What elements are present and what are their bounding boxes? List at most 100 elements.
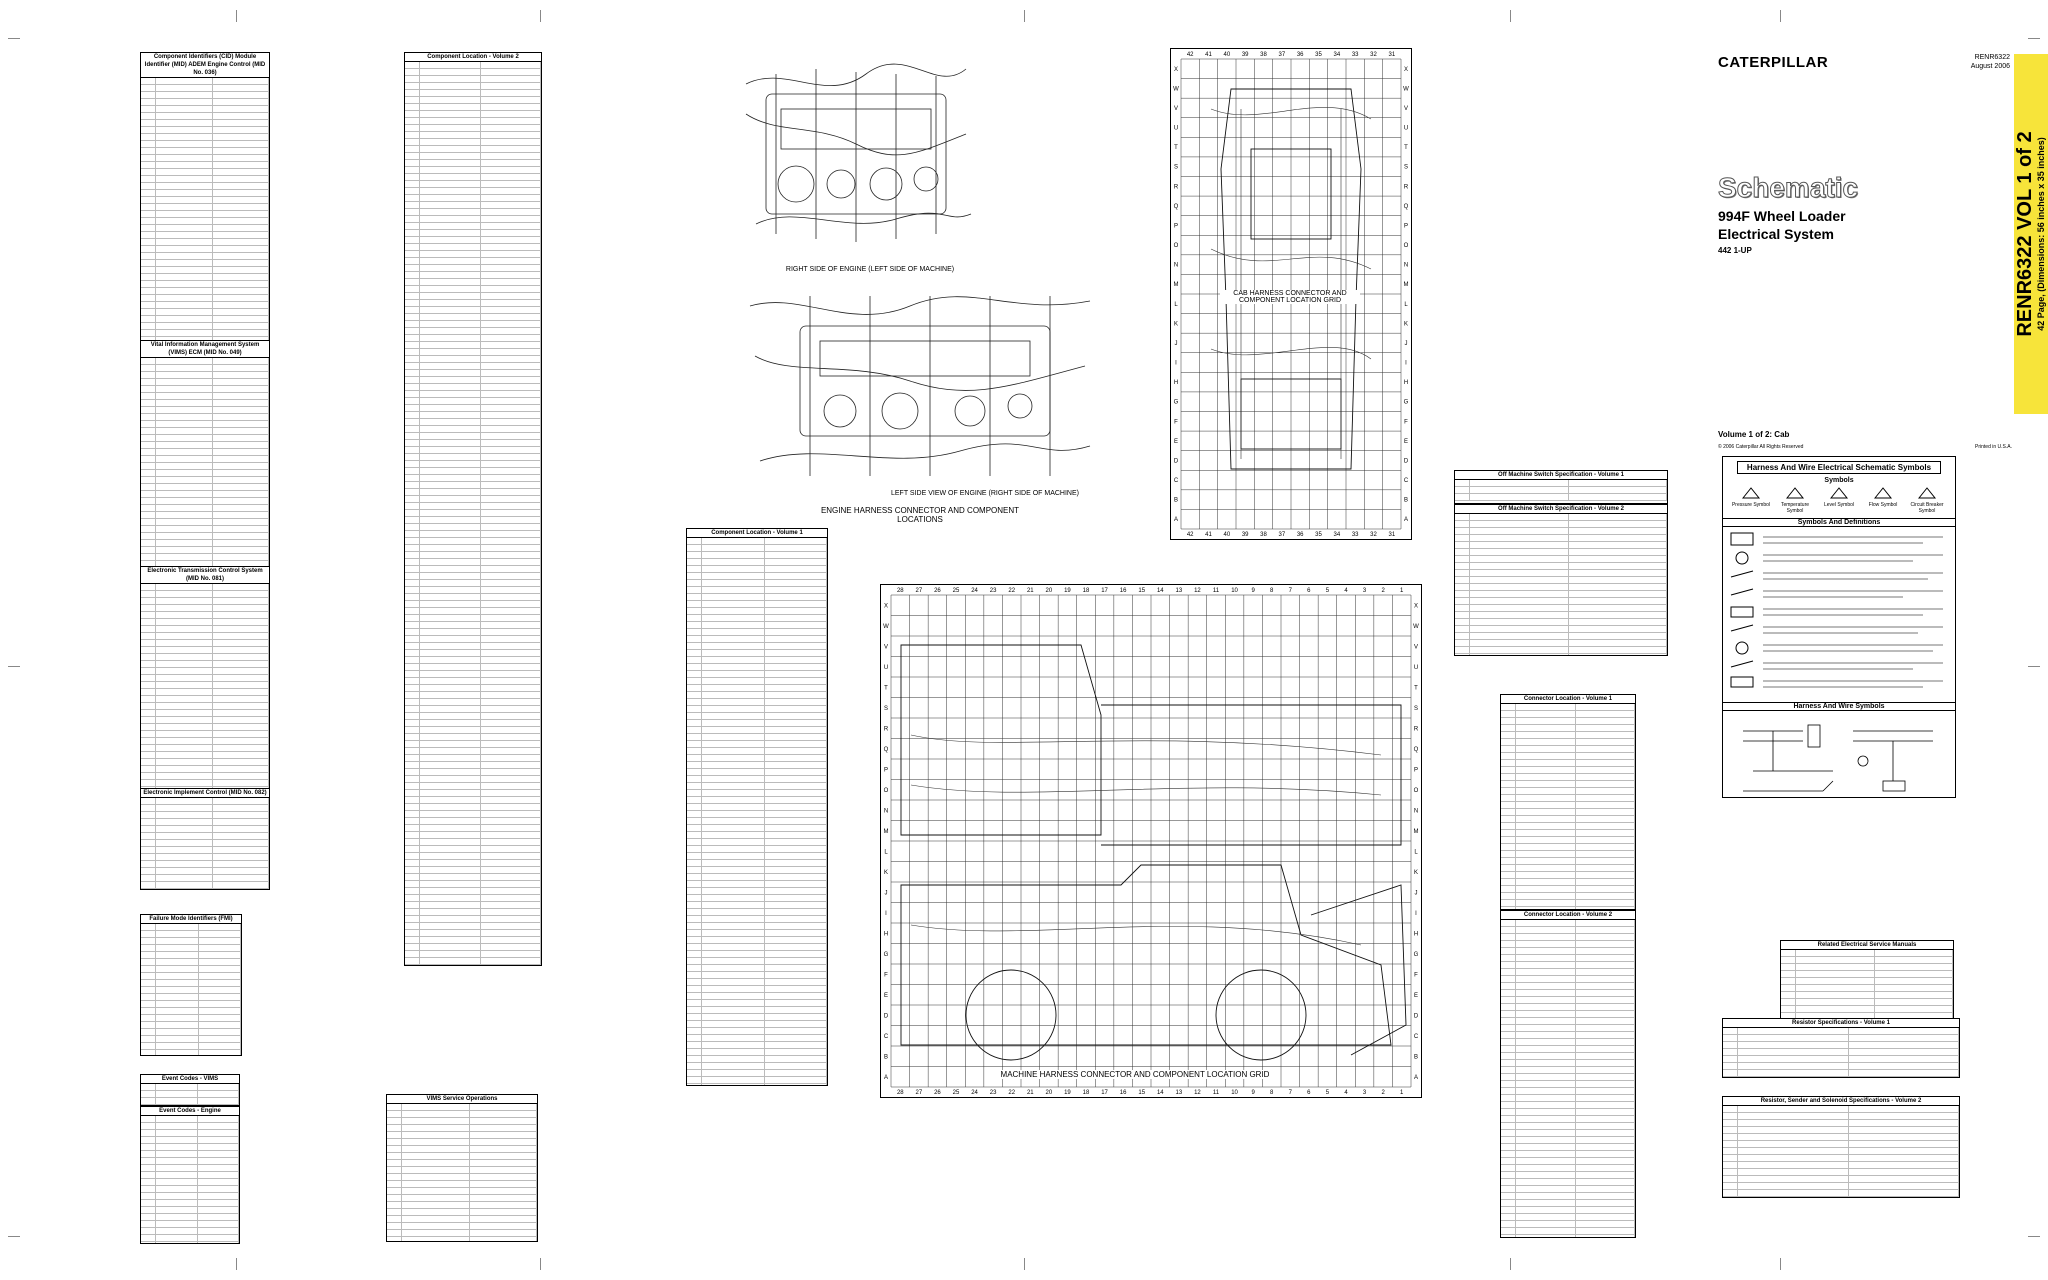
table-row: [405, 762, 541, 769]
grid-col-label: 34: [1333, 52, 1340, 58]
grid-row-label: M: [884, 829, 889, 835]
grid-row-label: P: [884, 767, 888, 773]
table-row: [405, 104, 541, 111]
manuals-title: Related Electrical Service Manuals: [1781, 941, 1953, 950]
table-row: [405, 608, 541, 615]
table-row: [1781, 999, 1953, 1006]
grid-col-label: 31: [1388, 532, 1395, 538]
table-row: [1501, 802, 1635, 809]
table-row: [405, 209, 541, 216]
fmi-table-rows: [141, 924, 241, 1055]
table-row: [387, 1160, 537, 1167]
table-row: [141, 626, 269, 633]
table-row: [1723, 1197, 1959, 1198]
table-row: [1455, 626, 1667, 633]
table-row: [687, 1063, 827, 1070]
table-row: [1501, 1032, 1635, 1039]
table-row: [141, 773, 269, 780]
grid-row-label: S: [1414, 706, 1418, 712]
grid-row-label: Q: [1174, 204, 1179, 210]
table-row: [141, 1235, 239, 1242]
grid-col-label: 10: [1231, 588, 1238, 594]
table-row: [1501, 1193, 1635, 1200]
table-row: [1455, 570, 1667, 577]
grid-col-label: 12: [1194, 588, 1201, 594]
grid-row-label: J: [1415, 890, 1418, 896]
table-row: [1501, 948, 1635, 955]
table-row: [141, 745, 269, 752]
grid-col-label: 17: [1101, 588, 1108, 594]
grid-row-label: I: [885, 911, 887, 917]
grid-row-label: X: [884, 603, 888, 609]
table-row: [687, 937, 827, 944]
table-row: [141, 421, 269, 428]
grid-row-label: G: [1404, 400, 1409, 406]
table-row: [141, 731, 269, 738]
table-row: [405, 279, 541, 286]
table-row: [1723, 1042, 1959, 1049]
table-row: [141, 477, 269, 484]
table-row: [141, 540, 269, 547]
table-row: [1501, 1151, 1635, 1158]
table-row: [1455, 514, 1667, 521]
table-row: [687, 1077, 827, 1084]
grid-row-label: N: [1404, 263, 1408, 269]
table-row: [1723, 1106, 1959, 1113]
grid-row-label: R: [1414, 726, 1419, 732]
table-row: [687, 671, 827, 678]
table-row: [405, 440, 541, 447]
table-row: [141, 819, 269, 826]
table-row: [141, 225, 269, 232]
table-row: [1723, 1120, 1959, 1127]
legend-symbol: Flow Symbol: [1863, 486, 1903, 514]
table-row: [405, 356, 541, 363]
table-row: [141, 847, 269, 854]
table-row: [1723, 1162, 1959, 1169]
grid-row-label: R: [884, 726, 889, 732]
grid-col-label: 16: [1120, 588, 1127, 594]
table-row: [405, 622, 541, 629]
grid-col-label: 27: [916, 588, 923, 594]
table-row: [141, 612, 269, 619]
grid-row-label: P: [1174, 223, 1178, 229]
table-row: [1501, 753, 1635, 760]
legend-symbol: Circuit Breaker Symbol: [1907, 486, 1947, 514]
table-row: [405, 384, 541, 391]
table-row: [387, 1216, 537, 1223]
table-row: [687, 1084, 827, 1085]
table-row: [687, 664, 827, 671]
table-row: [405, 76, 541, 83]
table-row: [141, 204, 269, 211]
table-row: [141, 512, 269, 519]
table-row: [387, 1174, 537, 1181]
table-row: [141, 120, 269, 127]
table-row: [405, 937, 541, 944]
table-row: [687, 1028, 827, 1035]
table-row: [141, 253, 269, 260]
table-row: [687, 622, 827, 629]
grid-row-label: G: [1174, 400, 1179, 406]
table-row: [141, 302, 269, 309]
engine-right-caption: RIGHT SIDE OF ENGINE (LEFT SIDE OF MACHI…: [785, 266, 955, 273]
table-row: [387, 1202, 537, 1209]
grid-col-label: 23: [990, 588, 997, 594]
table-row: [141, 1091, 239, 1098]
table-row: [405, 258, 541, 265]
table-row: [141, 1144, 239, 1151]
table-row: [1501, 927, 1635, 934]
table-row: [141, 218, 269, 225]
grid-row-label: H: [884, 931, 888, 937]
grid-col-label: 32: [1370, 52, 1377, 58]
machine-frame-top: [1101, 704, 1402, 846]
table-row: [405, 524, 541, 531]
table-row: [687, 1056, 827, 1063]
table-row: [687, 1014, 827, 1021]
side-tab: RENR6322 VOL 1 of 2 42 Page, (Dimensions…: [2014, 54, 2048, 414]
table-row: [1501, 1165, 1635, 1172]
legend-symbol: Temperature Symbol: [1775, 486, 1815, 514]
serial-prefix: 442 1-UP: [1718, 246, 1752, 255]
table-row: [405, 489, 541, 496]
table-row: [1501, 997, 1635, 1004]
engine-main-caption: ENGINE HARNESS CONNECTOR AND COMPONENT L…: [820, 506, 1020, 524]
grid-row-label: O: [1174, 243, 1179, 249]
